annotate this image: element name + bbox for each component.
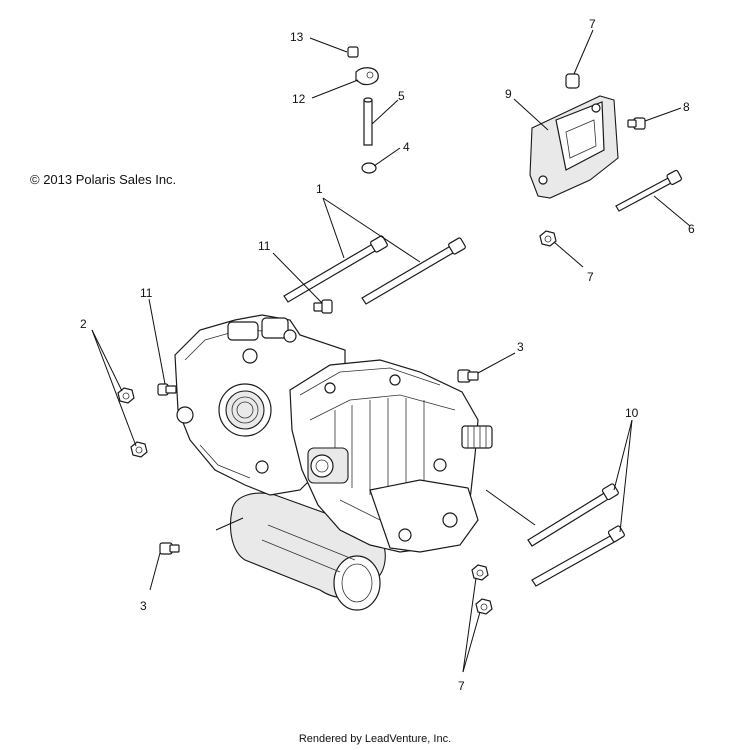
callout-13: 13 — [290, 30, 304, 44]
callout-9: 9 — [505, 87, 512, 101]
footer-credit: Rendered by LeadVenture, Inc. — [298, 733, 452, 745]
part-11-small-bolt-upper — [313, 299, 333, 314]
callout-7-top: 7 — [589, 17, 596, 31]
part-4-cap — [361, 162, 377, 174]
copyright-text: © 2013 Polaris Sales Inc. — [30, 172, 177, 187]
leader-lines — [91, 29, 691, 673]
part-13-bolt — [347, 46, 359, 58]
callout-2: 2 — [80, 317, 87, 331]
callout-1: 1 — [316, 182, 323, 196]
part-7-nut-top — [565, 73, 580, 89]
part-5-pin — [363, 97, 373, 146]
callout-11-upper: 11 — [258, 239, 271, 253]
callout-5: 5 — [398, 89, 405, 103]
part-12-clip — [355, 67, 379, 86]
callout-10: 10 — [625, 406, 639, 420]
callout-4: 4 — [403, 140, 410, 154]
callout-3-right: 3 — [517, 340, 524, 354]
part-2-nuts — [117, 387, 148, 458]
engine-crankcase-assembly — [174, 314, 493, 611]
callout-7-bottom: 7 — [458, 679, 465, 693]
callout-8: 8 — [683, 100, 690, 114]
part-1-long-bolts — [283, 235, 466, 305]
part-3-bolt-bottom — [159, 542, 180, 555]
callout-6: 6 — [688, 222, 695, 236]
part-9-mount-bracket — [529, 95, 619, 199]
part-11-small-bolt-left — [157, 383, 177, 396]
part-8-bolt — [627, 117, 646, 130]
part-10-long-bolts — [527, 483, 625, 587]
callout-7-middle: 7 — [587, 270, 594, 284]
callout-11-left: 11 — [140, 286, 153, 300]
part-3-bolt-right — [457, 369, 479, 383]
callout-12: 12 — [292, 92, 306, 106]
part-7-nuts-bottom — [471, 564, 493, 615]
callout-3-bottom: 3 — [140, 599, 147, 613]
part-7-nut-middle — [539, 230, 557, 247]
callout-labels: 13 12 5 4 7 9 8 6 7 1 11 11 2 3 3 10 7 — [80, 17, 695, 693]
part-6-long-bolt — [615, 169, 683, 212]
